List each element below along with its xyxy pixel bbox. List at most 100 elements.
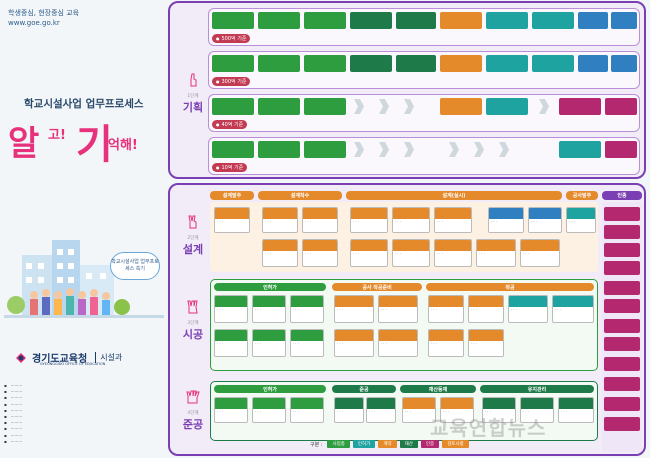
completion-box[interactable]: · · ·: [482, 397, 516, 423]
construction-box[interactable]: · · ·: [468, 329, 504, 357]
cert-chip[interactable]: [604, 281, 640, 295]
process-chip[interactable]: [304, 98, 346, 115]
construction-box[interactable]: · · ·: [214, 329, 248, 357]
construction-box[interactable]: · · ·: [290, 295, 324, 323]
process-chip[interactable]: [396, 12, 436, 29]
cert-chip[interactable]: [604, 299, 640, 313]
completion-box[interactable]: · · ·: [290, 397, 324, 423]
hand-four-icon: [186, 390, 200, 404]
design-box[interactable]: · · ·: [488, 207, 524, 233]
completion-box[interactable]: · · ·: [252, 397, 286, 423]
construction-box[interactable]: · · ·: [378, 295, 418, 323]
process-chip[interactable]: [396, 55, 436, 72]
completion-box[interactable]: · · ·: [558, 397, 594, 423]
design-box[interactable]: · · ·: [528, 207, 562, 233]
process-chip[interactable]: [440, 98, 482, 115]
completion-box[interactable]: · · ·: [440, 397, 474, 423]
design-box[interactable]: · · ·: [214, 207, 250, 233]
process-chip[interactable]: [258, 12, 300, 29]
process-chip[interactable]: [304, 55, 346, 72]
process-chip[interactable]: [532, 12, 574, 29]
design-box[interactable]: · · ·: [520, 239, 560, 267]
office-name-english: GYEONGGIDO OFFICE OF EDUCATION: [40, 362, 106, 366]
cert-chip[interactable]: [604, 377, 640, 391]
construction-box[interactable]: · · ·: [334, 329, 374, 357]
design-box[interactable]: · · ·: [434, 207, 472, 233]
design-box[interactable]: · · ·: [302, 239, 338, 267]
process-chip[interactable]: [486, 55, 528, 72]
completion-label: 4단계 준공: [176, 390, 210, 432]
construction-box[interactable]: · · ·: [508, 295, 548, 323]
stage-design-start: 설계착수: [258, 191, 342, 200]
planning-section: 1단계 기획 500억 기준 300억: [168, 1, 646, 179]
completion-box[interactable]: · · ·: [366, 397, 396, 423]
completion-box[interactable]: · · ·: [402, 397, 436, 423]
process-chip[interactable]: [605, 141, 637, 158]
process-chip[interactable]: [611, 12, 637, 29]
cert-chip[interactable]: [604, 319, 640, 333]
main-title: 알 고! 기 억해!: [8, 112, 168, 168]
completion-box[interactable]: · · ·: [520, 397, 554, 423]
design-box[interactable]: · · ·: [302, 207, 338, 233]
design-box[interactable]: · · ·: [262, 207, 298, 233]
process-chip[interactable]: [440, 55, 482, 72]
website-url[interactable]: www.goe.go.kr: [8, 19, 60, 27]
design-box[interactable]: · · ·: [434, 239, 472, 267]
process-chip[interactable]: [486, 12, 528, 29]
process-chip[interactable]: [578, 55, 608, 72]
completion-box[interactable]: · · ·: [334, 397, 364, 423]
construction-box[interactable]: · · ·: [334, 295, 374, 323]
design-box[interactable]: · · ·: [476, 239, 516, 267]
process-chip[interactable]: [611, 55, 637, 72]
process-chip[interactable]: [578, 12, 608, 29]
design-box[interactable]: · · ·: [392, 239, 430, 267]
construction-box[interactable]: · · ·: [468, 295, 504, 323]
title-part-g: 고!: [48, 128, 66, 143]
construction-box[interactable]: · · ·: [252, 329, 286, 357]
cert-chip[interactable]: [604, 417, 640, 431]
process-chip[interactable]: [350, 12, 392, 29]
design-box[interactable]: · · ·: [350, 207, 388, 233]
construction-box[interactable]: · · ·: [428, 295, 464, 323]
construction-box[interactable]: · · ·: [552, 295, 594, 323]
process-chip[interactable]: [304, 141, 346, 158]
process-chip[interactable]: [212, 98, 254, 115]
process-chip[interactable]: [258, 55, 300, 72]
process-chip[interactable]: [559, 98, 601, 115]
construction-box[interactable]: · · ·: [290, 329, 324, 357]
construction-box[interactable]: · · ·: [252, 295, 286, 323]
construction-box[interactable]: · · ·: [214, 295, 248, 323]
process-chip[interactable]: [350, 55, 392, 72]
cert-chip[interactable]: [604, 243, 640, 257]
process-chip[interactable]: [258, 141, 300, 158]
cert-chip[interactable]: [604, 261, 640, 275]
planning-row-2: 300억 기준: [208, 51, 640, 89]
construction-box[interactable]: · · ·: [428, 329, 464, 357]
process-chip[interactable]: [440, 12, 482, 29]
process-chip[interactable]: [304, 12, 346, 29]
construction-box[interactable]: · · ·: [378, 329, 418, 357]
process-chip[interactable]: [559, 141, 601, 158]
motto: 학생중심, 현장중심 교육: [8, 9, 80, 17]
cert-chip[interactable]: [604, 357, 640, 371]
process-chip[interactable]: [486, 98, 528, 115]
process-chip[interactable]: [605, 98, 637, 115]
process-chip[interactable]: [212, 55, 254, 72]
skip-arrow: [404, 99, 414, 114]
completion-box[interactable]: · · ·: [214, 397, 248, 423]
design-box[interactable]: · · ·: [262, 239, 298, 267]
design-box[interactable]: · · ·: [392, 207, 430, 233]
cert-chip[interactable]: [604, 337, 640, 351]
cert-chip[interactable]: [604, 397, 640, 411]
school-building-illustration: [4, 240, 164, 318]
process-chip[interactable]: [212, 12, 254, 29]
cert-chip[interactable]: [604, 225, 640, 239]
staff-row: ▪·········: [4, 383, 23, 388]
design-box[interactable]: · · ·: [566, 207, 596, 233]
cert-chip[interactable]: [604, 207, 640, 221]
process-chip[interactable]: [258, 98, 300, 115]
skip-arrow: [379, 142, 389, 157]
process-chip[interactable]: [532, 55, 574, 72]
design-box[interactable]: · · ·: [350, 239, 388, 267]
process-chip[interactable]: [212, 141, 254, 158]
